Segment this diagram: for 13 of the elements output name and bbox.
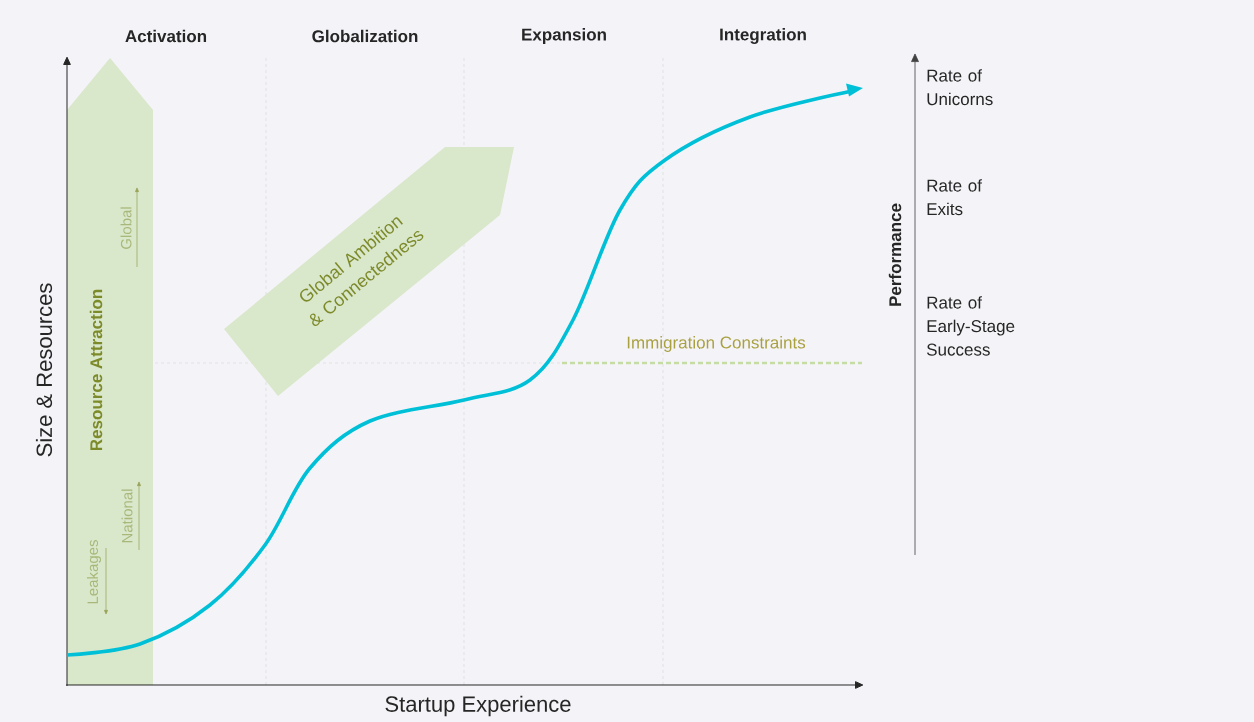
stage-heading: Activation: [125, 29, 207, 43]
performance-level: Rate of Early-Stage Success: [926, 296, 1015, 356]
stage-heading: Expansion: [522, 28, 606, 44]
stage-heading: Integration: [720, 28, 806, 44]
scale-label: Global: [120, 207, 132, 249]
axis-title: Startup Experience: [385, 695, 571, 717]
performance-level: Rate of Unicorns: [927, 69, 993, 106]
scale-label: National: [121, 489, 133, 543]
stage-heading: Globalization: [312, 29, 418, 43]
constraint-label: Immigration Constraints: [627, 336, 806, 352]
axis-title: Performance: [888, 203, 902, 306]
scale-label: Leakages: [87, 540, 101, 604]
performance-level: Rate of Exits: [927, 179, 982, 216]
